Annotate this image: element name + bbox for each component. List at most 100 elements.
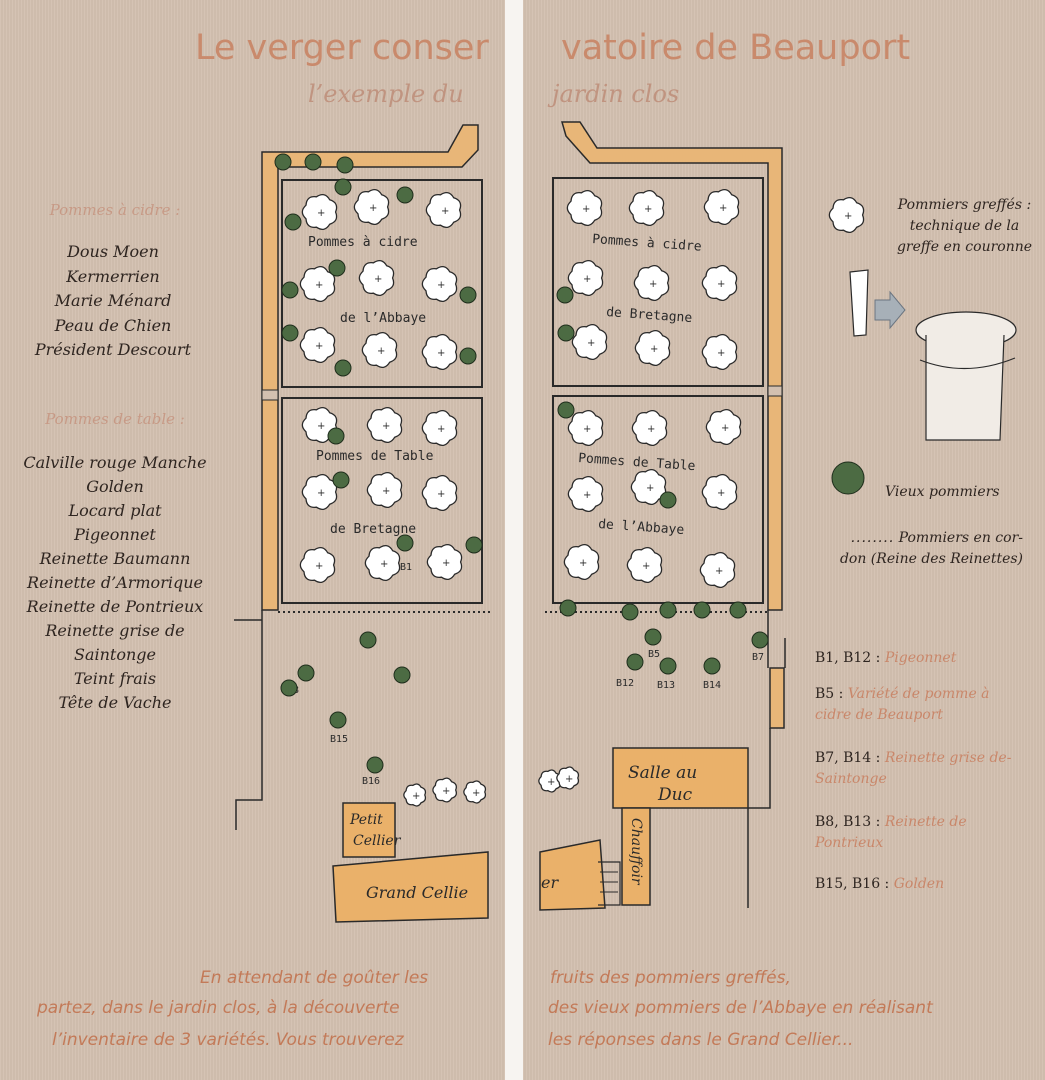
grafted-tree: [633, 264, 670, 302]
graft-mark: +: [315, 561, 323, 572]
graft-mark: +: [642, 561, 650, 572]
graft-mark: +: [412, 791, 420, 802]
graft-mark: +: [317, 421, 325, 432]
title-right: vatoire de Beauport: [561, 28, 911, 68]
graft-mark: +: [719, 203, 727, 214]
stairs: [598, 861, 621, 906]
graft-mark: +: [437, 348, 445, 359]
grafted-tree: [630, 468, 667, 506]
graft-mark: +: [382, 486, 390, 497]
grafted-tree: [432, 777, 457, 803]
key-variety: Reinette de Pontrieux: [815, 814, 967, 851]
old-tree: [659, 657, 677, 675]
grafted-tree: [631, 409, 668, 447]
key-variety: Pigeonnet: [884, 650, 957, 666]
graft-mark: +: [583, 424, 591, 435]
old-tree: [556, 286, 574, 304]
table-variety-item: Reinette de Pontrieux: [26, 597, 204, 616]
bottom-right-line: des vieux pommiers de l’Abbaye en réalis…: [548, 998, 933, 1018]
old-tree: [281, 324, 299, 342]
grafted-tree: [634, 329, 671, 367]
legend-old-text: Vieux pommiers: [885, 484, 1000, 500]
table-heading: Pommes de table :: [45, 410, 185, 428]
graft-mark: +: [644, 204, 652, 215]
grafted-tree: [567, 259, 604, 297]
grafted-tree: [421, 409, 458, 447]
key-codes: B15, B16 :: [815, 876, 894, 892]
grafted-tree: [426, 543, 463, 581]
bottom-left-line: En attendant de goûter les: [200, 968, 429, 988]
cider-variety-item: Peau de Chien: [54, 315, 172, 335]
old-tree: [366, 756, 384, 774]
tree-label-b7: B7: [752, 652, 764, 663]
table-variety-item: Calville rouge Manche: [23, 453, 207, 472]
wall-gap-right: [767, 385, 783, 397]
grafted-tree: [299, 265, 336, 303]
graft-mark: +: [437, 280, 445, 291]
grafted-tree: [301, 193, 338, 231]
right-panel: [523, 0, 1045, 1080]
building-chauffoir: [621, 807, 651, 906]
graft-mark: +: [717, 279, 725, 290]
key-codes: B7, B14 :: [815, 750, 885, 766]
chauffoir-label: Chauffoir: [628, 818, 644, 886]
grafted-tree: [361, 331, 398, 369]
key-codes: B1, B12 :: [815, 650, 885, 666]
grafted-tree: [463, 780, 487, 804]
grafted-tree: [366, 406, 403, 444]
graft-mark: +: [315, 280, 323, 291]
table-variety-item: Pigeonnet: [74, 525, 156, 544]
grafted-tree: [556, 766, 580, 790]
grafted-tree: [828, 196, 865, 234]
old-tree: [359, 631, 377, 649]
table-variety-item: Reinette d’Armorique: [27, 573, 203, 592]
old-tree: [274, 153, 292, 171]
key-entry: B8, B13 : Reinette de Pontrieux: [815, 812, 1020, 854]
old-tree: [281, 281, 299, 299]
arrow-icon: [874, 290, 906, 330]
old-tree: [621, 603, 639, 621]
graft-mark: +: [583, 490, 591, 501]
subtitle-left: l’exemple du: [308, 80, 464, 108]
plot-label-rb-2: de l’Abbaye: [598, 517, 685, 538]
legend-cordon-label-1: Pommiers en cor-: [898, 530, 1023, 546]
graft-mark: +: [442, 558, 450, 569]
key-variety: Reinette grise de-Saintonge: [815, 750, 1012, 787]
graft-mark: +: [717, 488, 725, 499]
grafted-tree: [421, 265, 458, 303]
table-variety-item: Saintonge: [74, 645, 156, 664]
legend-grafted-text: Pommiers greffés : technique de la greff…: [887, 195, 1042, 258]
grafted-tree: [703, 188, 740, 226]
graft-mark: +: [649, 279, 657, 290]
plot-right-bottom: [552, 395, 764, 604]
building-petit-cellier: [342, 802, 396, 858]
petit-cellier-label-2: Cellier: [353, 833, 402, 849]
plot-label-rt-2: de Bretagne: [606, 305, 693, 326]
old-tree: [396, 534, 414, 552]
petit-cellier-label-1: Petit: [349, 812, 383, 828]
legend-cordon-line-2: don (Reine des Reinettes): [839, 551, 1023, 567]
plot-label-rt-1: Pommes à cidre: [592, 232, 703, 255]
old-tree: [334, 178, 352, 196]
graft-illustration: [849, 269, 1017, 441]
salle-au-duc-label-2: Duc: [657, 785, 693, 805]
old-tree: [557, 401, 575, 419]
salle-au-duc-label-1: Salle au: [628, 763, 697, 783]
key-entry: B5 : Variété de pomme à cidre de Beaupor…: [815, 684, 1020, 726]
wall-gap-left: [261, 389, 279, 401]
grafted-tree: [299, 326, 336, 364]
plot-left-bottom: [281, 397, 483, 604]
key-codes: B8, B13 :: [815, 814, 885, 830]
key-entry: B7, B14 : Reinette grise de-Saintonge: [815, 748, 1020, 790]
grafted-tree: [567, 409, 604, 447]
old-tree: [659, 601, 677, 619]
grafted-tree: [299, 546, 336, 584]
old-tree: [644, 628, 662, 646]
grafted-tree: [366, 471, 403, 509]
graft-mark: +: [437, 489, 445, 500]
cider-variety-item: Kermerrien: [66, 266, 160, 286]
old-tree: [459, 286, 477, 304]
grafted-tree: [626, 546, 663, 584]
